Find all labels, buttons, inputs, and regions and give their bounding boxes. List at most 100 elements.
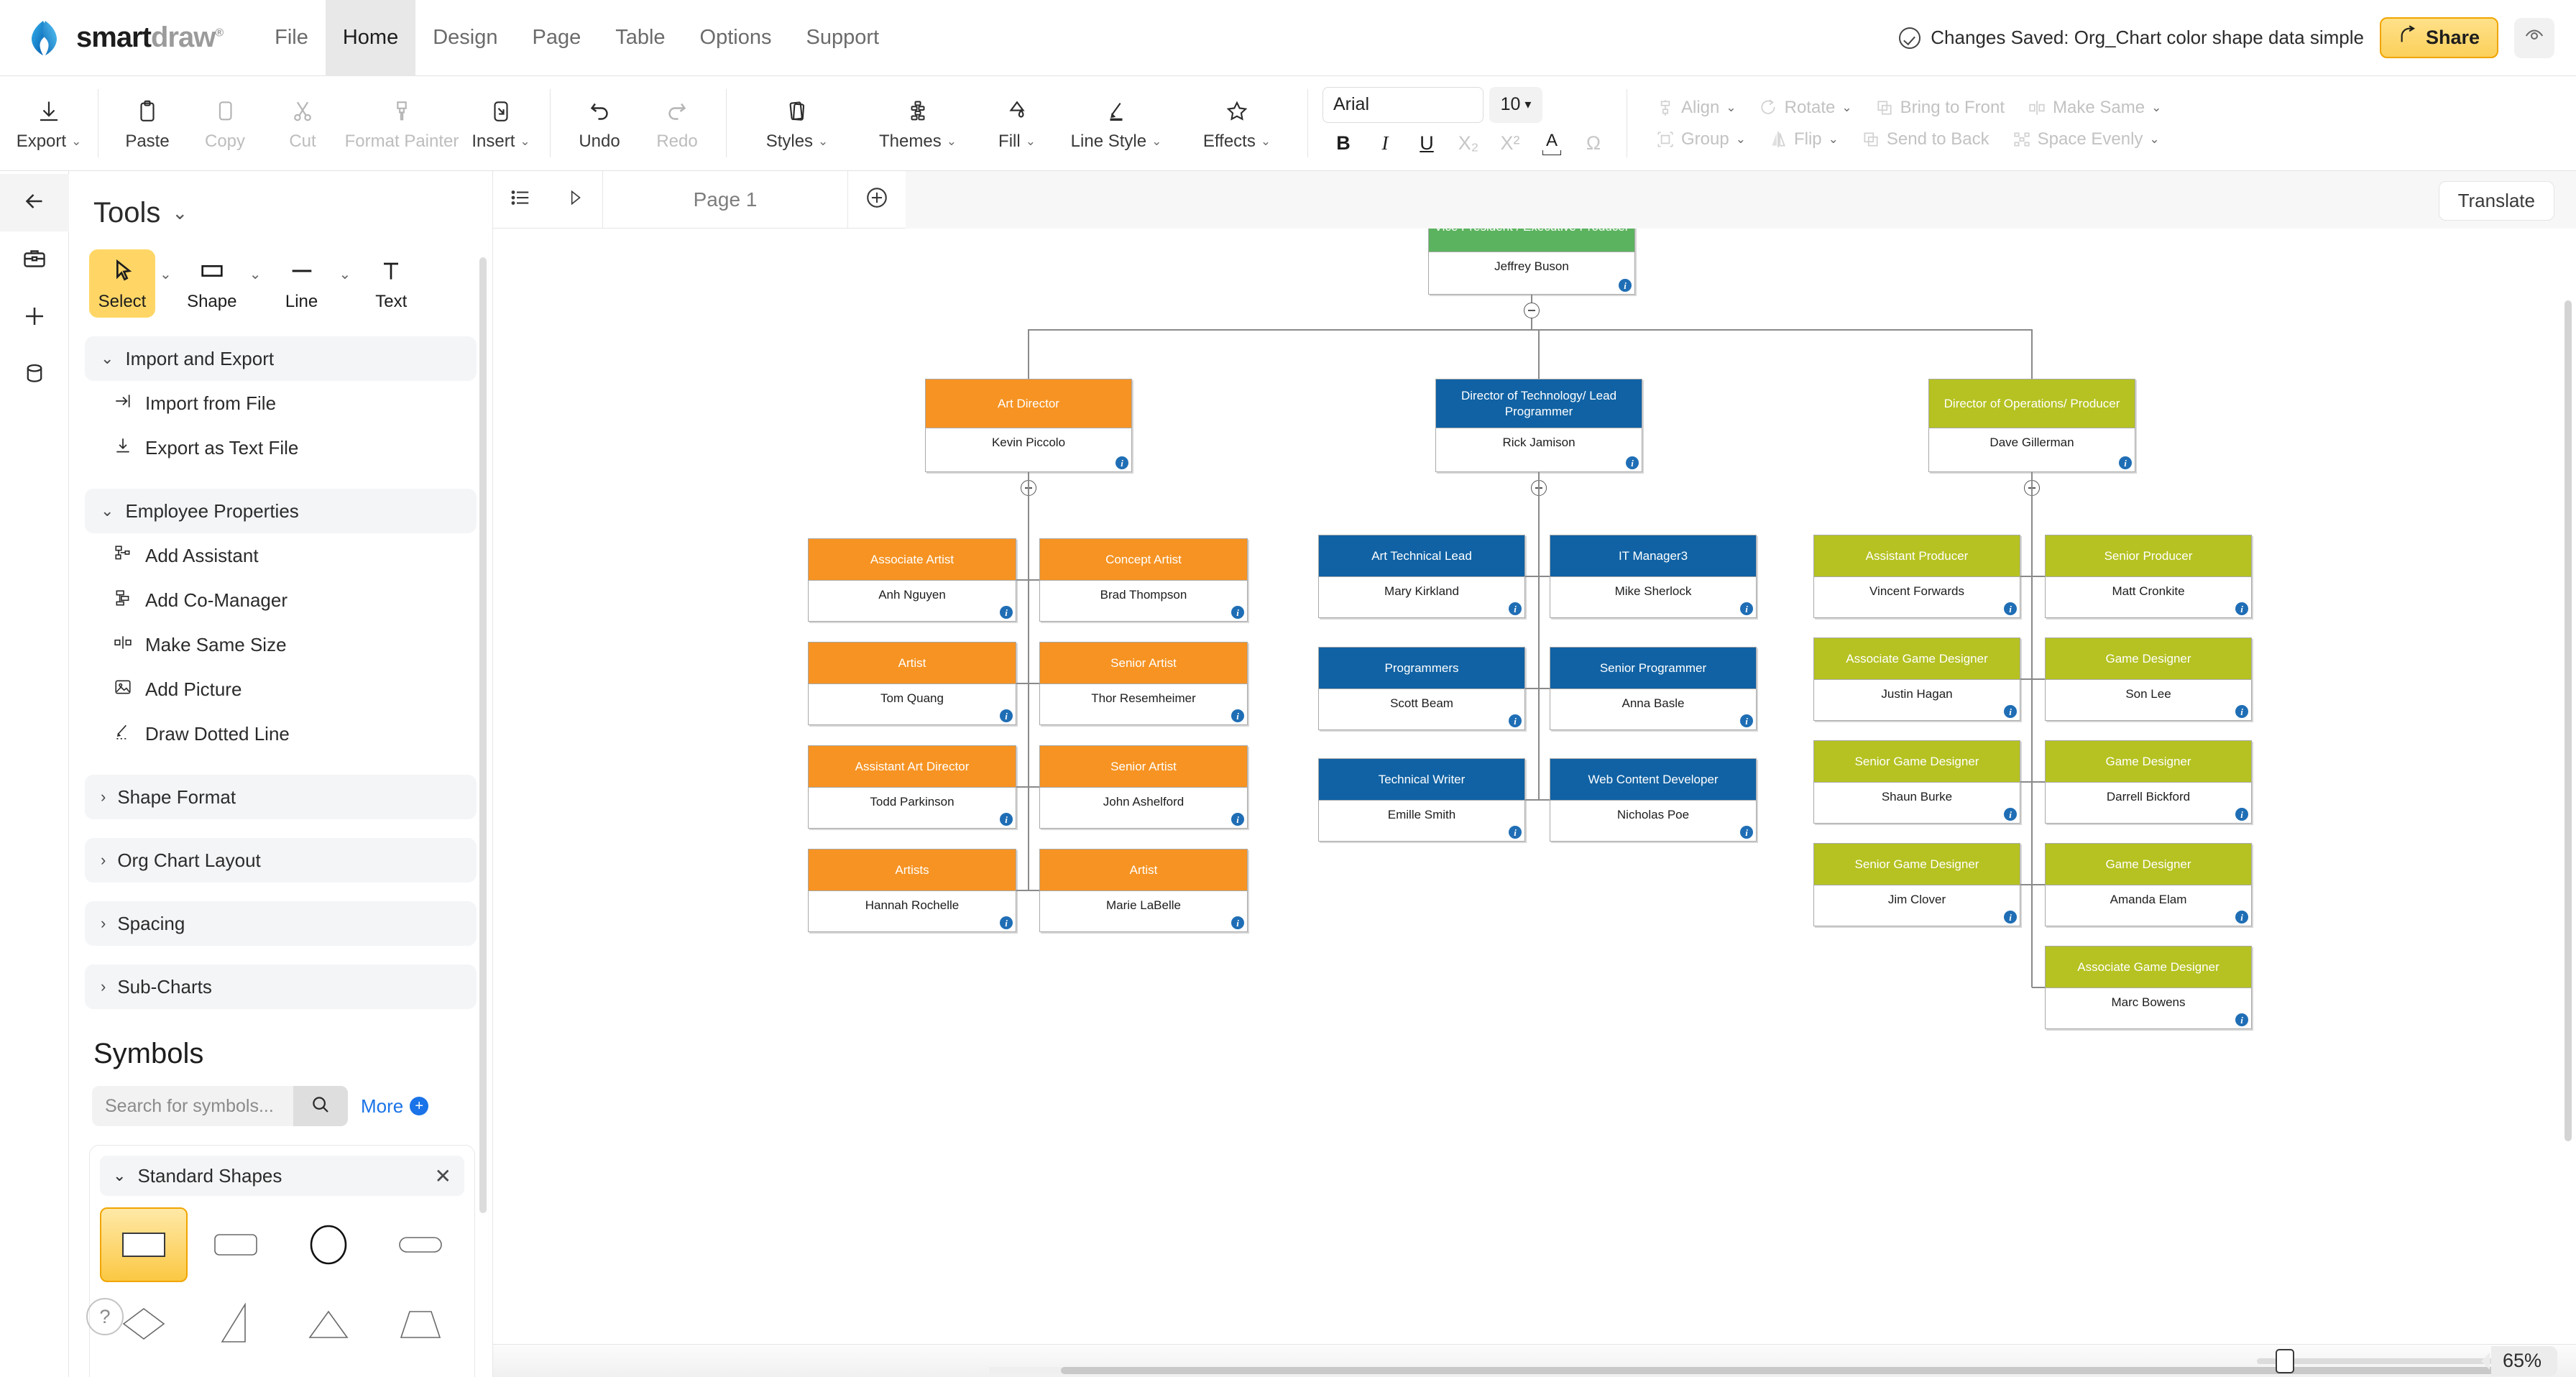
translate-button[interactable]: Translate: [2438, 181, 2554, 221]
cut-button[interactable]: Cut: [264, 96, 341, 152]
info-icon[interactable]: i: [1509, 714, 1522, 727]
info-icon[interactable]: i: [2004, 911, 2017, 924]
font-family-input[interactable]: [1322, 86, 1484, 123]
search-input[interactable]: [92, 1086, 293, 1126]
info-icon[interactable]: i: [1619, 279, 1632, 292]
paste-button[interactable]: Paste: [109, 96, 186, 152]
underline-button[interactable]: U: [1420, 132, 1434, 154]
rail-back-button[interactable]: [0, 174, 69, 231]
group-button[interactable]: Group⌄: [1644, 125, 1757, 154]
shape-right-triangle[interactable]: [192, 1286, 280, 1361]
menu-item-page[interactable]: Page: [532, 26, 581, 49]
menu-item-table[interactable]: Table: [615, 26, 666, 49]
info-icon[interactable]: i: [1740, 826, 1753, 839]
shape-triangle[interactable]: [285, 1286, 372, 1361]
info-icon[interactable]: i: [1231, 813, 1244, 826]
rail-add-button[interactable]: [0, 289, 69, 346]
menu-item-add-co-manager[interactable]: Add Co-Manager: [69, 578, 492, 622]
format-painter-button[interactable]: Format Painter: [341, 96, 462, 152]
shape-stadium[interactable]: [377, 1207, 464, 1282]
close-icon[interactable]: ✕: [434, 1164, 451, 1187]
menu-item-add-picture[interactable]: Add Picture: [69, 667, 492, 711]
redo-button[interactable]: Redo: [638, 96, 716, 152]
section-spacing[interactable]: › Spacing: [85, 901, 477, 946]
bold-button[interactable]: B: [1336, 132, 1351, 154]
undo-button[interactable]: Undo: [561, 96, 638, 152]
themes-button[interactable]: Themes⌄: [857, 96, 978, 152]
share-button[interactable]: Share: [2379, 17, 2498, 58]
info-icon[interactable]: i: [1231, 606, 1244, 619]
more-symbols-button[interactable]: More +: [361, 1095, 429, 1118]
collapse-toggle[interactable]: [1524, 303, 1540, 318]
rotate-button[interactable]: Rotate⌄: [1748, 93, 1864, 122]
section-employee-properties[interactable]: ⌄ Employee Properties: [85, 489, 477, 533]
info-icon[interactable]: i: [2119, 456, 2132, 469]
menu-item-make-same-size[interactable]: Make Same Size: [69, 622, 492, 667]
bring-to-front-button[interactable]: Bring to Front: [1864, 93, 2016, 122]
info-icon[interactable]: i: [2004, 705, 2017, 718]
section-shape-format[interactable]: › Shape Format: [85, 775, 477, 819]
tool-text[interactable]: Text: [358, 249, 424, 318]
tools-panel-scrollbar[interactable]: [479, 257, 487, 1213]
info-icon[interactable]: i: [2235, 705, 2248, 718]
align-button[interactable]: Align⌄: [1644, 93, 1748, 122]
menu-item-support[interactable]: Support: [806, 26, 880, 49]
shape-rectangle[interactable]: [100, 1207, 188, 1282]
section-import-and-export[interactable]: ⌄ Import and Export: [85, 336, 477, 381]
tool-shape[interactable]: Shape: [179, 249, 245, 318]
info-icon[interactable]: i: [1231, 916, 1244, 929]
standard-shapes-header[interactable]: ⌄ Standard Shapes ✕: [100, 1156, 464, 1196]
menu-item-home[interactable]: Home: [325, 0, 416, 76]
send-to-back-button[interactable]: Send to Back: [1850, 125, 2001, 154]
menu-item-file[interactable]: File: [275, 26, 308, 49]
tool-line-caret-icon[interactable]: ⌄: [339, 267, 351, 282]
info-icon[interactable]: i: [2004, 808, 2017, 821]
info-icon[interactable]: i: [2004, 602, 2017, 615]
space-evenly-button[interactable]: Space Evenly⌄: [2001, 125, 2171, 154]
org-node[interactable]: Vice President / Executive ProducerJeffr…: [1428, 229, 1635, 295]
info-icon[interactable]: i: [1740, 602, 1753, 615]
info-icon[interactable]: i: [2235, 1013, 2248, 1026]
tool-select-caret-icon[interactable]: ⌄: [160, 267, 172, 282]
info-icon[interactable]: i: [2235, 808, 2248, 821]
info-icon[interactable]: i: [1509, 826, 1522, 839]
horizontal-scrollbar-thumb[interactable]: [1061, 1367, 2556, 1374]
page-list-button[interactable]: [493, 171, 548, 229]
line-style-button[interactable]: Line Style⌄: [1056, 96, 1177, 152]
shape-diamond[interactable]: [100, 1286, 188, 1361]
tool-line[interactable]: Line: [269, 249, 335, 318]
italic-button[interactable]: I: [1381, 132, 1389, 154]
help-button[interactable]: ?: [86, 1298, 124, 1335]
menu-item-import-from-file[interactable]: Import from File: [69, 381, 492, 425]
info-icon[interactable]: i: [1231, 709, 1244, 722]
tool-select[interactable]: Select: [89, 249, 155, 318]
info-icon[interactable]: i: [2235, 602, 2248, 615]
search-button[interactable]: [293, 1086, 348, 1126]
page-next-button[interactable]: [548, 171, 602, 229]
info-icon[interactable]: i: [1626, 456, 1639, 469]
zoom-slider-track[interactable]: [2256, 1348, 2493, 1373]
superscript-button[interactable]: X²: [1500, 132, 1520, 154]
info-icon[interactable]: i: [1000, 709, 1013, 722]
info-icon[interactable]: i: [1000, 606, 1013, 619]
rail-data-button[interactable]: [0, 346, 69, 404]
vertical-scrollbar-thumb[interactable]: [2564, 300, 2572, 1141]
